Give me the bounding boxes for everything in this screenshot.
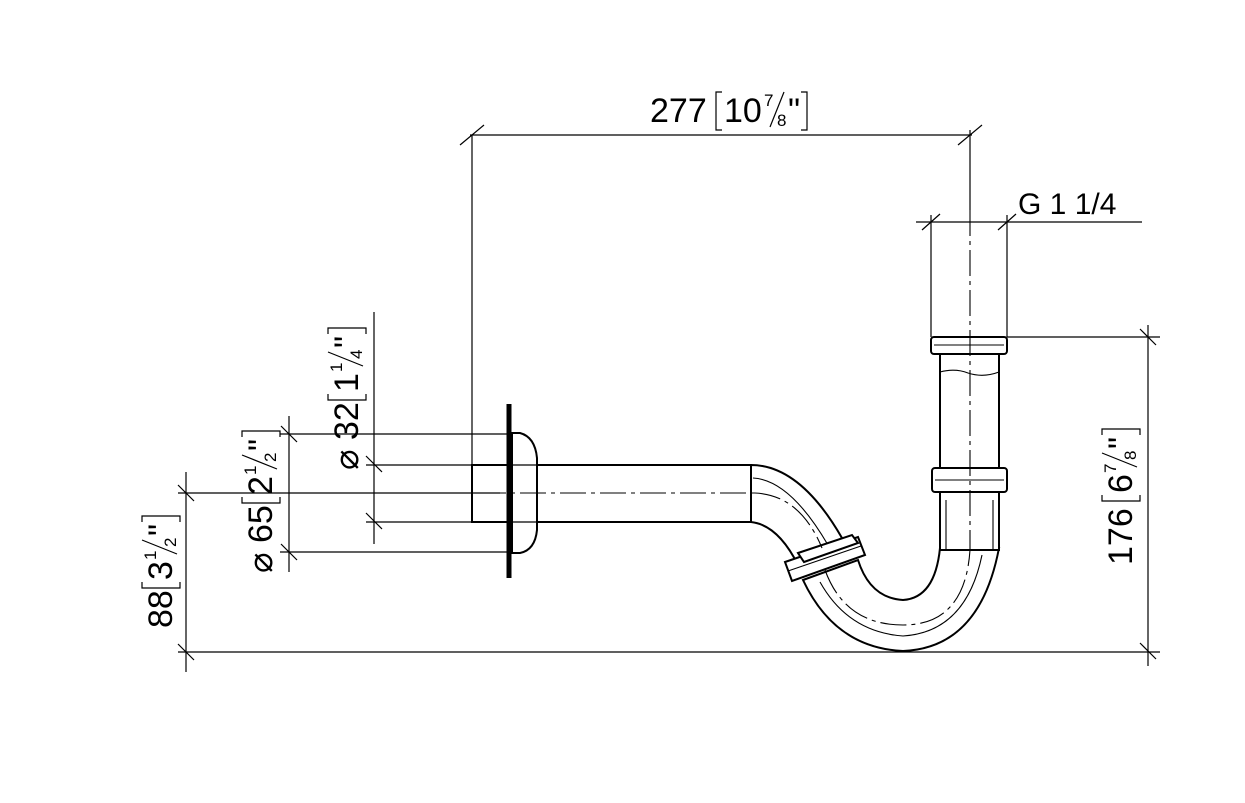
u-bend-inner	[819, 554, 983, 637]
tick	[997, 213, 1017, 231]
u-bend	[801, 547, 1001, 653]
bracket-close	[327, 327, 367, 334]
dim-outlet-height: 88 3 1 2 "	[141, 472, 1160, 672]
tick	[1139, 328, 1157, 346]
bracket-close	[241, 430, 281, 437]
width-mm: 277	[650, 92, 707, 130]
rosette-diameter-whole: 2	[242, 476, 280, 495]
u-bend-centerline	[824, 549, 971, 626]
pipe-diameter-num: 1	[327, 363, 346, 372]
bend-centerline	[754, 492, 823, 549]
tick	[459, 124, 485, 146]
tick	[365, 455, 383, 473]
siphon-body	[471, 336, 1008, 653]
bracket-open	[327, 394, 367, 401]
pipe-diameter-label: ⌀ 32 1 1 4 "	[327, 327, 367, 470]
rosette-diameter-label: ⌀ 65 2 1 2 "	[241, 430, 281, 573]
center-lines	[440, 210, 971, 626]
width-fraction-bar	[769, 91, 785, 128]
width-den: 8	[777, 111, 786, 130]
outlet-height-mm: 88	[142, 590, 180, 628]
tick	[1139, 642, 1157, 660]
pipe-diameter-den: 4	[347, 350, 366, 359]
bracket-close	[141, 515, 181, 522]
width-num: 7	[764, 91, 773, 110]
bracket-open	[141, 582, 181, 589]
rosette-diameter-unit: "	[242, 439, 280, 451]
bracket-close	[801, 91, 808, 131]
bracket-close	[1101, 428, 1141, 435]
dim-overall-width: 277 10 7 8 "	[459, 91, 983, 468]
bracket-open	[241, 497, 281, 504]
union-nut-line	[787, 545, 862, 572]
tick	[280, 425, 298, 443]
outlet-height-unit: "	[142, 524, 180, 536]
bracket-open	[715, 91, 722, 131]
rosette-diameter-den: 2	[261, 453, 280, 462]
union-nut-ring	[796, 533, 860, 564]
tick	[177, 643, 195, 661]
dim-rosette-diameter: ⌀ 65 2 1 2 "	[241, 416, 512, 573]
pipe-fraction-bar	[327, 351, 364, 367]
tick	[921, 213, 941, 231]
outlet-height-num: 1	[141, 551, 160, 560]
outlet-fraction-bar	[141, 539, 178, 555]
height-unit: "	[1102, 437, 1140, 449]
tick	[280, 543, 298, 561]
thread-label: G 1 1/4	[1018, 188, 1116, 221]
height-whole: 6	[1102, 474, 1140, 493]
width-unit: "	[788, 92, 800, 130]
outlet-height-whole: 3	[142, 561, 180, 580]
height-label: 176 6 7 8 "	[1101, 428, 1141, 565]
tick	[177, 484, 195, 502]
height-num: 7	[1101, 464, 1120, 473]
vertical-pipe-upper-wave	[939, 369, 1000, 376]
height-mm: 176	[1102, 508, 1140, 565]
bracket-open	[1101, 495, 1141, 502]
outlet-height-label: 88 3 1 2 "	[141, 515, 181, 628]
height-den: 8	[1121, 451, 1140, 460]
height-fraction-bar	[1101, 452, 1138, 468]
dim-thread: G 1 1/4	[916, 188, 1142, 337]
pipe-diameter-unit: "	[328, 336, 366, 348]
width-whole: 10	[724, 92, 762, 130]
rosette-fraction-bar	[241, 454, 278, 470]
rosette-diameter-num: 1	[241, 466, 260, 475]
outlet-height-den: 2	[161, 538, 180, 547]
rosette-diameter-mm: 65	[242, 505, 280, 543]
tick	[365, 512, 383, 530]
rosette-diameter-symbol: ⌀	[242, 553, 280, 573]
dim-height: 176 6 7 8 "	[1007, 325, 1160, 666]
pipe-diameter-whole: 1	[328, 373, 366, 392]
upper-bend-inner	[752, 477, 829, 546]
pipe-diameter-symbol: ⌀	[328, 450, 366, 470]
